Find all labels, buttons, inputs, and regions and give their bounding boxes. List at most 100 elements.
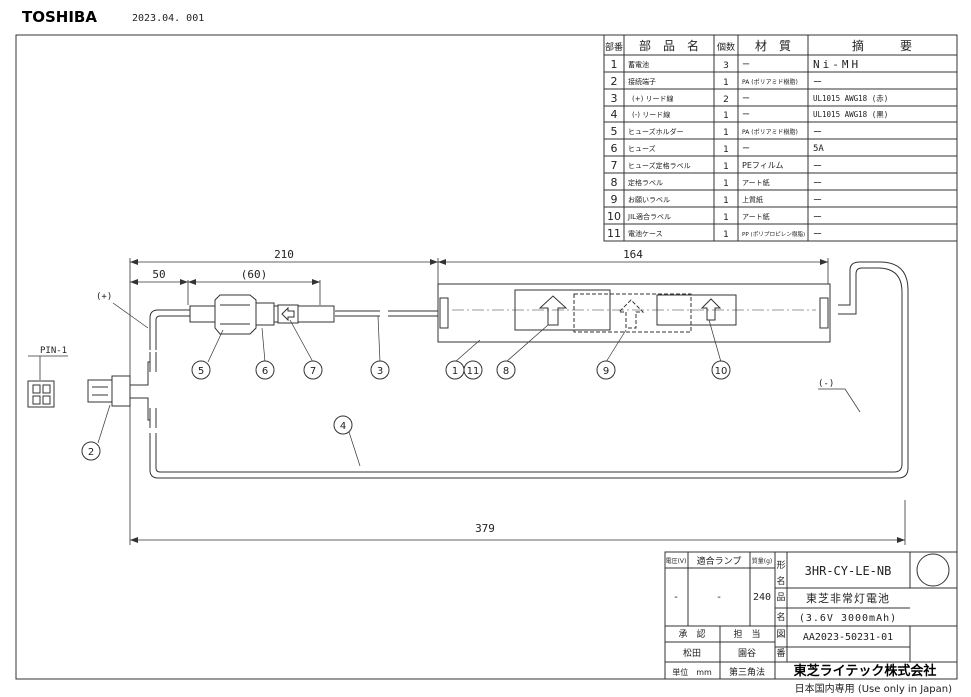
tb-unit: 単位 mm [672,667,712,677]
row-2-no: 2 [611,75,618,88]
tb-company: 東芝ライテック株式会社 [794,663,937,679]
row-10-qty: 1 [723,213,729,223]
balloon-9: 9 [603,366,609,377]
parts-table [603,34,958,242]
balloon-10: 10 [715,366,728,377]
row-2-qty: 1 [723,78,729,88]
row-2-name: 接続端子 [628,77,656,86]
tb-spec: (3.6V 3000mAh) [799,613,897,624]
wires [130,261,909,479]
parts-table-rows: 1 蓄電池 3 ー Ni-MH 2 接続端子 1 PA (ポリアミド樹脂) ー … [607,58,888,240]
row-9-qty: 1 [723,196,729,206]
balloon-6: 6 [262,366,268,377]
dim-164: 164 [623,248,643,261]
dim-50: 50 [152,268,165,281]
balloons [81,360,731,461]
row-8-name: 定格ラベル [628,178,663,187]
row-7-qty: 1 [723,162,729,172]
jil-label [656,294,737,326]
tb-zu: 図 [776,629,785,640]
dimension-lines [129,258,906,545]
row-11-material: PP (ポリプロピレン樹脂) [742,230,805,238]
row-5-remarks: ー [813,128,822,138]
pin-label: PIN-1 [40,346,67,356]
row-6-qty: 1 [723,145,729,155]
leader-lines [97,302,861,467]
header-qty: 個数 [717,41,735,53]
tb-product-name: 東芝非常灯電池 [806,592,890,605]
title-block [664,551,958,680]
tb-model: 3HR-CY-LE-NB [805,564,892,578]
row-4-material: ー [742,110,750,119]
dimension-arrows [130,259,905,543]
row-1-name: 蓄電池 [628,60,649,69]
fuse-rating-label-icon [281,306,295,322]
row-9-material: 上質紙 [742,195,763,204]
row-10-remarks: ー [813,213,822,223]
row-2-material: PA (ポリアミド樹脂) [742,78,798,86]
connector-terminal [87,375,131,407]
row-2-remarks: ー [813,78,822,88]
row-3-no: 3 [611,92,618,105]
dim-60: (60) [241,268,268,281]
row-11-remarks: ー [813,230,822,240]
header-material: 材 質 [755,38,791,53]
row-9-name: お願いラベル [628,196,670,204]
row-11-no: 11 [607,227,621,240]
caution-label [573,293,692,333]
tb-hin: 品 [776,592,785,603]
tb-mei2: 名 [776,611,785,623]
tb-weight-header: 質量(g) [752,557,773,565]
tb-charge: 園谷 [738,648,756,659]
row-5-no: 5 [611,125,618,138]
tb-approver: 松田 [683,647,701,659]
footer-note: 日本国内専用 (Use only in Japan) [795,682,952,695]
row-8-no: 8 [611,176,618,189]
row-6-remarks: 5A [813,144,824,154]
brand-logo: TOSHIBA [22,8,97,26]
balloon-2: 2 [88,447,94,458]
balloon-5: 5 [198,366,204,377]
balloon-1: 1 [452,366,458,377]
tb-lamp: - [717,592,721,603]
tb-drawing-number: AA2023-50231-01 [803,632,893,643]
row-1-material: ー [742,60,750,69]
balloon-4: 4 [340,421,346,432]
minus-label: (-) [818,379,834,389]
row-10-material: アート紙 [742,212,770,221]
header-remarks: 摘 要 [852,38,912,53]
row-3-qty: 2 [723,95,729,105]
row-10-name: JIL適合ラベル [627,212,671,221]
pin-1-view [27,380,55,408]
row-5-qty: 1 [723,128,729,138]
date-code: 2023.04. 001 [132,13,204,24]
row-8-remarks: ー [813,179,822,189]
rating-label [514,289,611,331]
tb-approve-header: 承 認 [678,628,705,640]
tb-ban: 番 [776,647,785,659]
row-1-remarks: Ni-MH [813,58,861,71]
row-9-no: 9 [611,193,618,206]
row-5-material: PA (ポリアミド樹脂) [742,128,798,136]
row-7-no: 7 [611,159,618,172]
row-8-material: アート紙 [742,178,770,187]
row-4-name: (-) リード線 [632,110,670,119]
balloon-7: 7 [310,366,316,377]
tb-projection: 第三角法 [729,666,765,678]
dim-210: 210 [274,248,294,261]
dim-379: 379 [475,522,495,535]
tb-voltage-header: 電圧(V) [666,558,687,565]
balloon-8: 8 [503,366,509,377]
fuse-holder [189,294,335,335]
row-11-qty: 1 [723,230,729,240]
drawing-frame [15,34,958,680]
tb-mei: 名 [776,575,785,587]
row-4-remarks: UL1015 AWG18 (黒) [813,110,888,119]
row-3-remarks: UL1015 AWG18 (赤) [813,94,888,103]
row-1-no: 1 [611,58,618,71]
row-8-qty: 1 [723,179,729,189]
battery-pack [437,283,831,343]
parts-table-headers: 部番 部 品 名 個数 材 質 摘 要 [605,38,912,53]
row-7-name: ヒューズ定格ラベル [628,161,691,170]
